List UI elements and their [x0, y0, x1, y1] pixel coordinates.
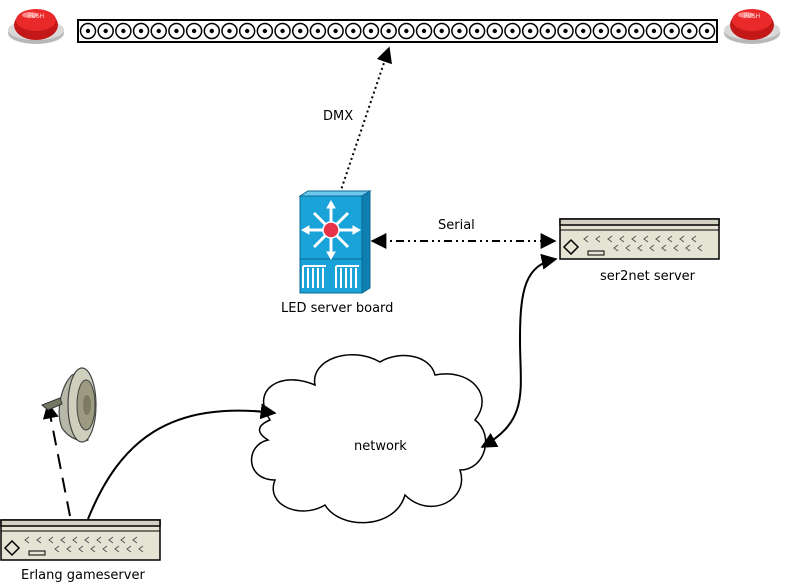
led-center: [616, 28, 621, 34]
led-group: [79, 22, 716, 40]
led-center: [527, 28, 533, 34]
dmx-label: DMX: [323, 109, 354, 124]
push-button-right-icon: PUSH: [724, 9, 780, 44]
network-ser2net-connection: [480, 253, 558, 448]
led-center: [244, 28, 250, 34]
push-label-left: PUSH: [28, 13, 44, 20]
led-center: [386, 28, 391, 34]
led-server-board-label: LED server board: [281, 301, 394, 316]
led-center: [421, 28, 427, 34]
erlang-gameserver-label: Erlang gameserver: [21, 568, 145, 583]
led-center: [156, 28, 161, 34]
network-cloud: [250, 354, 487, 524]
led-center: [563, 28, 568, 34]
led-center: [227, 28, 232, 34]
led-center: [704, 28, 710, 34]
led-center: [598, 28, 604, 34]
led-center: [280, 28, 285, 34]
serial-label: Serial: [438, 218, 475, 233]
led-center: [510, 28, 515, 34]
led-center: [581, 28, 586, 34]
led-center: [687, 28, 692, 34]
push-button-left-icon: PUSH: [8, 9, 64, 44]
led-center: [191, 28, 197, 34]
erlang-gameserver-icon: [0, 519, 161, 561]
led-center: [634, 28, 639, 34]
led-center: [85, 28, 91, 34]
led-server-board-icon: [298, 190, 372, 294]
led-center: [457, 28, 462, 34]
network-label: network: [354, 439, 407, 454]
led-center: [315, 28, 321, 34]
led-center: [404, 28, 409, 34]
led-center: [103, 28, 108, 34]
led-center: [121, 28, 126, 34]
led-center: [474, 28, 480, 34]
led-center: [368, 28, 374, 34]
erlang-network-connection: [87, 403, 277, 520]
led-center: [298, 28, 303, 34]
led-center: [545, 28, 551, 34]
led-strip: [77, 19, 718, 43]
led-center: [333, 28, 338, 34]
led-center: [492, 28, 497, 34]
led-center: [351, 28, 356, 34]
led-center: [209, 28, 214, 34]
dmx-connection: [339, 46, 392, 194]
led-center: [174, 28, 179, 34]
led-center: [439, 28, 444, 34]
push-label-right: PUSH: [744, 13, 760, 20]
led-center: [262, 28, 268, 34]
led-center: [651, 28, 657, 34]
led-center: [138, 28, 144, 34]
ser2net-server-label: ser2net server: [600, 269, 696, 284]
ser2net-server-icon: [559, 218, 720, 260]
speaker-icon: [41, 367, 97, 443]
erlang-speaker-connection: [42, 402, 71, 517]
led-center: [669, 28, 674, 34]
